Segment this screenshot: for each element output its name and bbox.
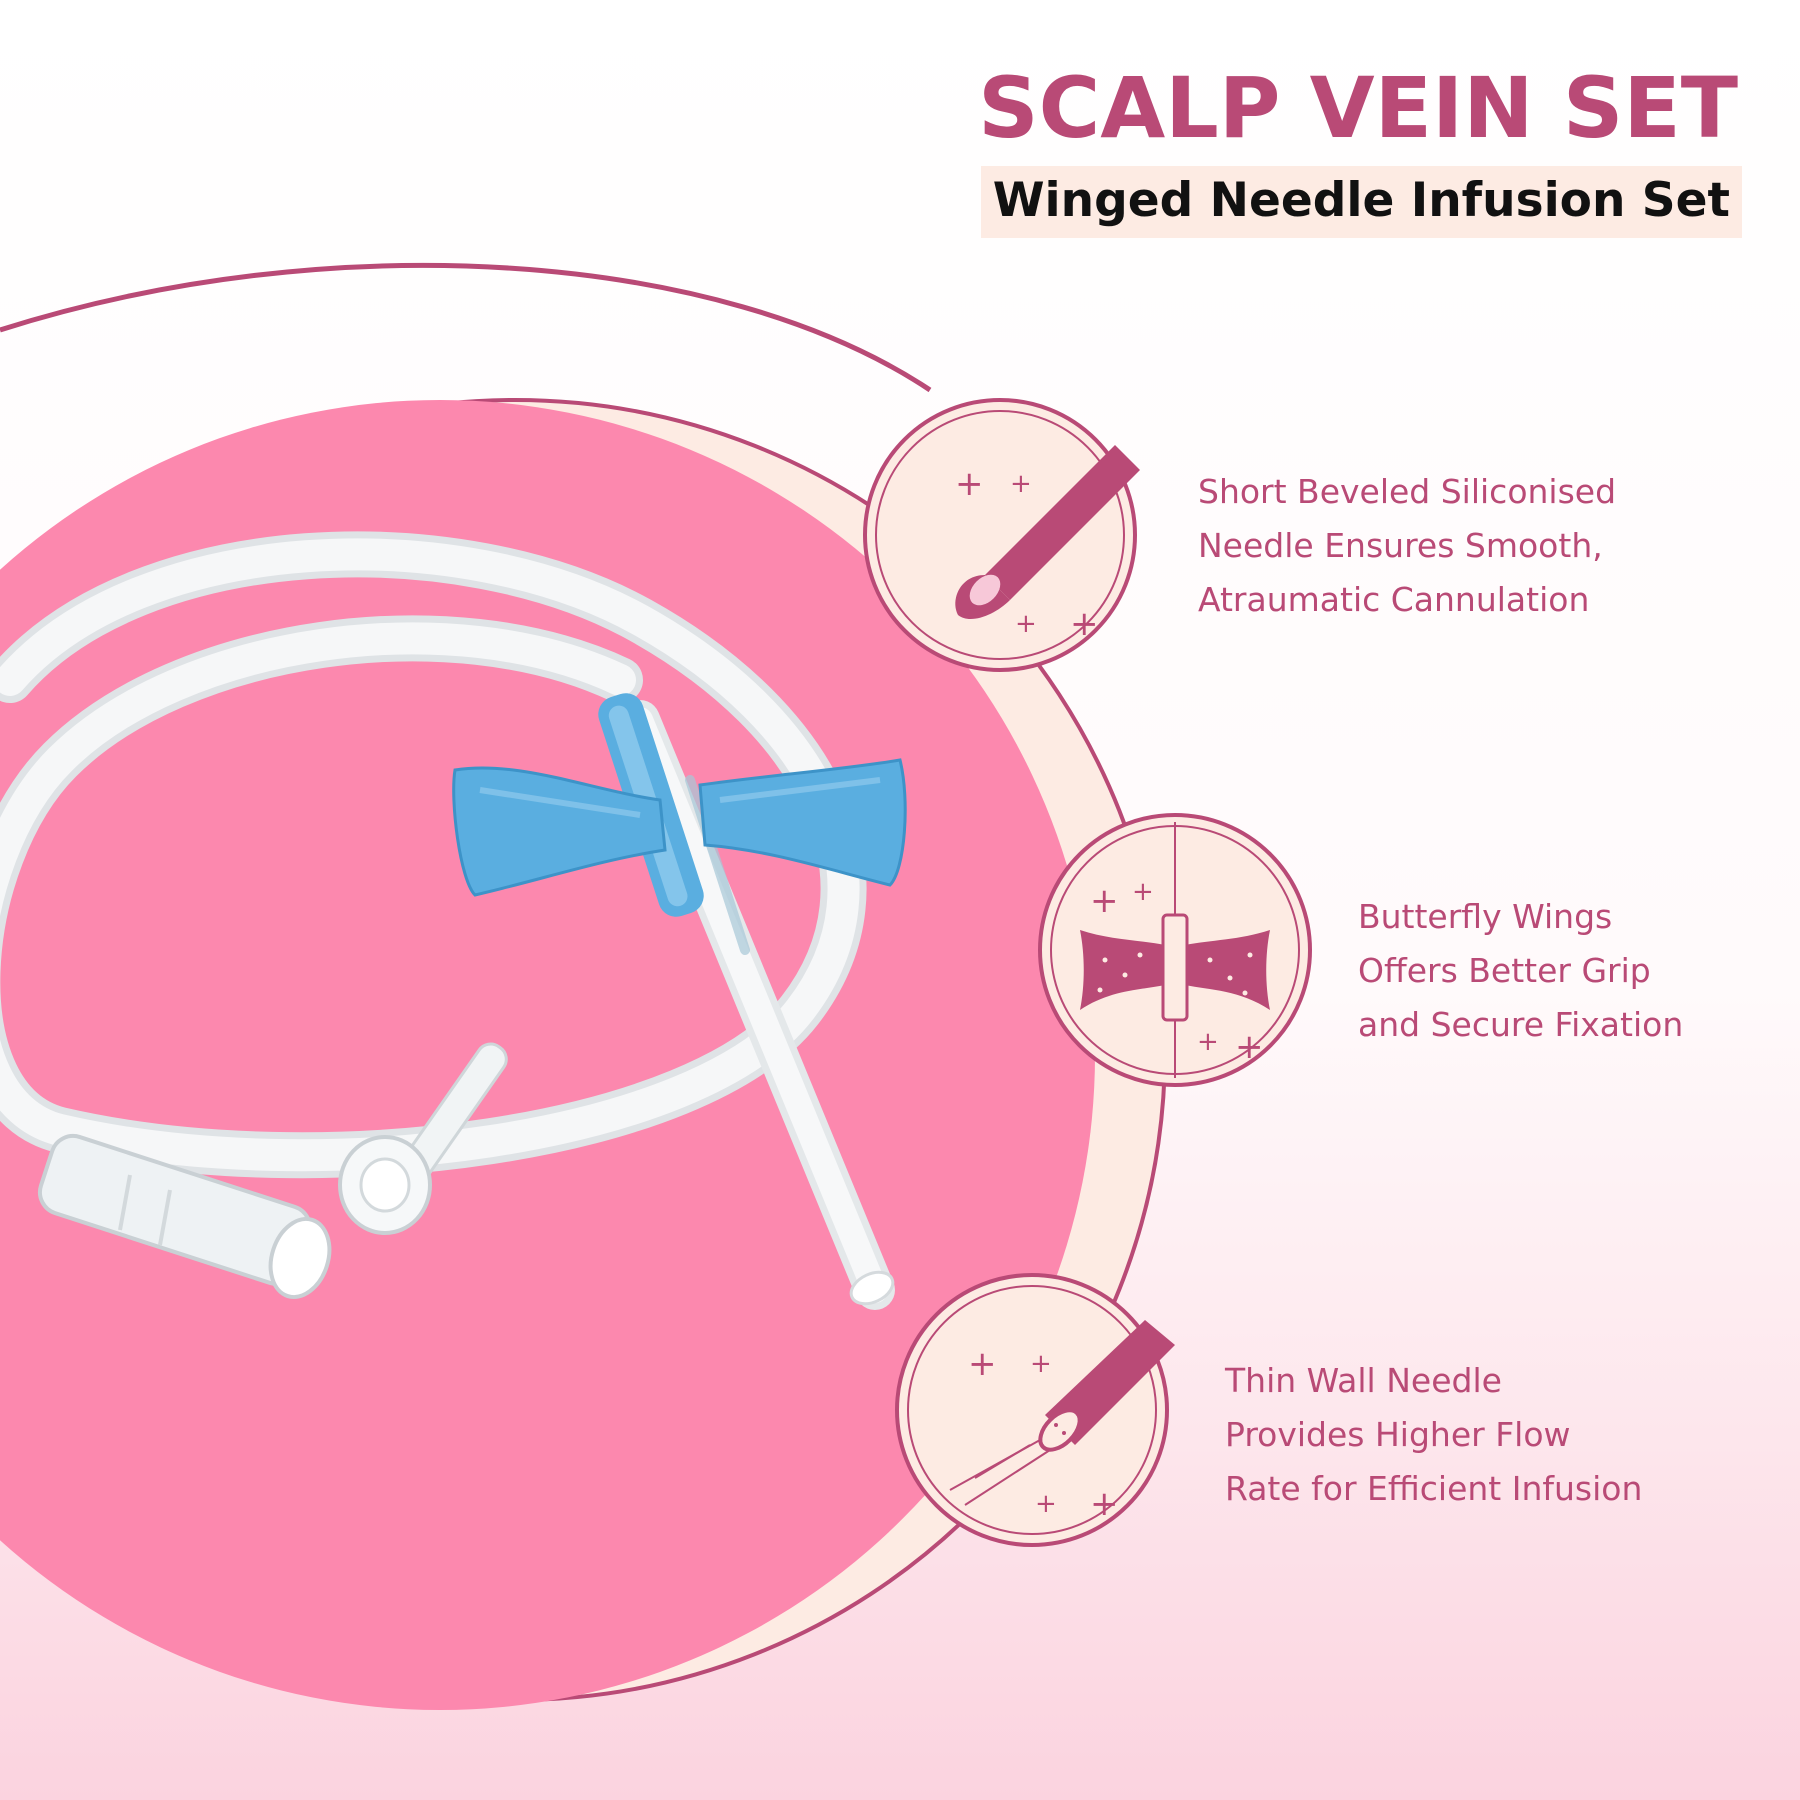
thin-wall-needle-icon: + + + + <box>895 1273 1175 1547</box>
page-title: SCALP VEIN SET <box>978 59 1738 157</box>
svg-text:+: + <box>1090 881 1119 921</box>
feature-line: Short Beveled Siliconised <box>1198 472 1617 511</box>
feature-text-needle: Short Beveled Siliconised Needle Ensures… <box>1198 465 1616 627</box>
svg-text:+: + <box>1070 604 1099 644</box>
feature-line: Atraumatic Cannulation <box>1198 580 1590 619</box>
svg-text:+: + <box>1132 877 1154 907</box>
feature-line: Needle Ensures Smooth, <box>1198 526 1603 565</box>
svg-text:+: + <box>1010 469 1032 499</box>
feature-line: Provides Higher Flow <box>1225 1415 1571 1454</box>
feature-line: Offers Better Grip <box>1358 951 1651 990</box>
butterfly-wings-icon: + + + + <box>1038 813 1312 1087</box>
page-subtitle: Winged Needle Infusion Set <box>980 166 1742 239</box>
svg-text:+: + <box>1035 1489 1057 1519</box>
feature-line: and Secure Fixation <box>1358 1005 1684 1044</box>
pink-disc <box>0 400 1095 1710</box>
svg-text:+: + <box>1197 1027 1219 1057</box>
beveled-needle-icon: + + + + <box>863 398 1140 672</box>
feature-line: Rate for Efficient Infusion <box>1225 1469 1643 1508</box>
feature-line: Thin Wall Needle <box>1225 1361 1502 1400</box>
svg-text:+: + <box>1235 1027 1264 1067</box>
feature-text-wings: Butterfly Wings Offers Better Grip and S… <box>1358 890 1683 1052</box>
svg-text:+: + <box>968 1344 997 1384</box>
svg-text:+: + <box>1015 609 1037 639</box>
scalp-vein-set-image <box>0 531 907 1310</box>
feature-text-flow: Thin Wall Needle Provides Higher Flow Ra… <box>1225 1354 1642 1516</box>
svg-text:+: + <box>955 464 984 504</box>
decorative-arc <box>0 262 932 393</box>
feature-line: Butterfly Wings <box>1358 897 1613 936</box>
svg-text:+: + <box>1090 1484 1119 1524</box>
svg-text:+: + <box>1030 1349 1052 1379</box>
